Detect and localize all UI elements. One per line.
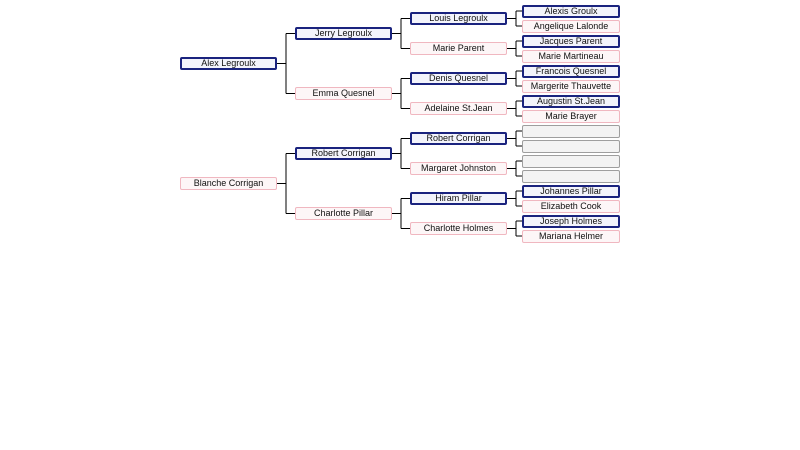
person-louis-legroulx[interactable]: Louis Legroulx	[410, 12, 507, 25]
person-johannes-pillar[interactable]: Johannes Pillar	[522, 184, 620, 198]
person-robert-corrigan[interactable]: Robert Corrigan	[295, 147, 392, 160]
person-empty-slot[interactable]	[522, 169, 620, 183]
person-charlotte-holmes[interactable]: Charlotte Holmes	[410, 222, 507, 235]
person-adelaine-st-jean[interactable]: Adelaine St.Jean	[410, 102, 507, 115]
person-blanche-corrigan[interactable]: Blanche Corrigan	[180, 177, 277, 190]
person-augustin-st-jean[interactable]: Augustin St.Jean	[522, 94, 620, 108]
person-empty-slot[interactable]	[522, 124, 620, 138]
person-hiram-pillar[interactable]: Hiram Pillar	[410, 192, 507, 205]
person-denis-quesnel[interactable]: Denis Quesnel	[410, 72, 507, 85]
person-joseph-holmes[interactable]: Joseph Holmes	[522, 214, 620, 228]
person-emma-quesnel[interactable]: Emma Quesnel	[295, 87, 392, 100]
person-charlotte-pillar[interactable]: Charlotte Pillar	[295, 207, 392, 220]
person-empty-slot[interactable]	[522, 139, 620, 153]
person-alexis-groulx[interactable]: Alexis Groulx	[522, 4, 620, 18]
person-marie-brayer[interactable]: Marie Brayer	[522, 109, 620, 123]
person-robert-corrigan[interactable]: Robert Corrigan	[410, 132, 507, 145]
person-francois-quesnel[interactable]: Francois Quesnel	[522, 64, 620, 78]
person-mariana-helmer[interactable]: Mariana Helmer	[522, 229, 620, 243]
person-elizabeth-cook[interactable]: Elizabeth Cook	[522, 199, 620, 213]
person-jacques-parent[interactable]: Jacques Parent	[522, 34, 620, 48]
person-marie-parent[interactable]: Marie Parent	[410, 42, 507, 55]
person-margaret-johnston[interactable]: Margaret Johnston	[410, 162, 507, 175]
person-alex-legroulx[interactable]: Alex Legroulx	[180, 57, 277, 70]
person-jerry-legroulx[interactable]: Jerry Legroulx	[295, 27, 392, 40]
person-marie-martineau[interactable]: Marie Martineau	[522, 49, 620, 63]
person-margerite-thauvette[interactable]: Margerite Thauvette	[522, 79, 620, 93]
person-angelique-lalonde[interactable]: Angelique Lalonde	[522, 19, 620, 33]
person-empty-slot[interactable]	[522, 154, 620, 168]
